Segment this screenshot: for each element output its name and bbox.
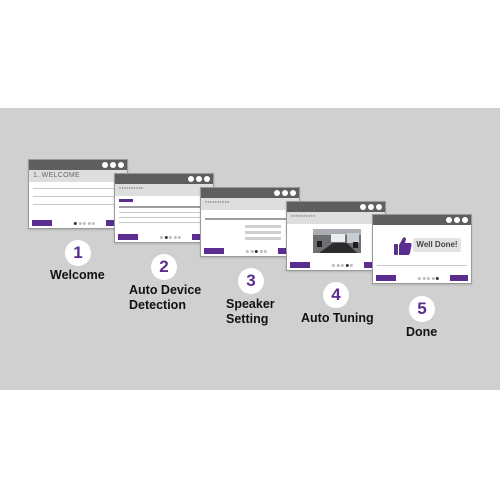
well-done-badge: Well Done! [413, 238, 461, 252]
back-button[interactable] [118, 234, 138, 240]
window-control-icon[interactable] [196, 176, 202, 182]
window-control-icon[interactable] [102, 162, 108, 168]
table-row [119, 222, 209, 223]
divider [377, 265, 467, 266]
step-label-4: Auto Tuning [301, 311, 374, 326]
window-control-icon[interactable] [274, 190, 280, 196]
window-control-icon[interactable] [290, 190, 296, 196]
step-label-text: Auto Tuning [301, 311, 374, 325]
divider [33, 196, 123, 197]
window-control-icon[interactable] [204, 176, 210, 182]
finish-button[interactable] [450, 275, 468, 281]
step-number-2: 2 [151, 254, 177, 280]
window-control-icon[interactable] [446, 217, 452, 223]
window-control-icon[interactable] [188, 176, 194, 182]
masked-heading: ********** [291, 215, 316, 221]
done-window: Well Done! [372, 214, 472, 284]
step-label-3: Speaker Setting [226, 297, 275, 327]
step-label-line1: Auto Device [129, 283, 202, 297]
setting-field[interactable] [245, 225, 281, 228]
window-titlebar [115, 174, 213, 184]
masked-heading: ********** [205, 201, 230, 207]
window-titlebar [201, 188, 299, 198]
window-header: ********** [287, 212, 385, 224]
page-indicator [159, 236, 181, 239]
window-control-icon[interactable] [110, 162, 116, 168]
step-number-4: 4 [323, 282, 349, 308]
well-done-text: Well Done! [416, 240, 458, 249]
window-control-icon[interactable] [118, 162, 124, 168]
back-button[interactable] [376, 275, 396, 281]
auto-tuning-window: ********** [286, 201, 386, 271]
step-number-5: 5 [409, 296, 435, 322]
welcome-heading: 1. WELCOME [33, 172, 80, 179]
window-header: 1. WELCOME [29, 170, 127, 182]
window-titlebar [29, 160, 127, 170]
thumbs-up-icon [394, 237, 412, 255]
speaker-setting-window: ********** [200, 187, 300, 257]
step-label-line2: Detection [129, 298, 186, 312]
window-control-icon[interactable] [368, 204, 374, 210]
divider [33, 188, 123, 189]
window-control-icon[interactable] [376, 204, 382, 210]
window-header: ********** [201, 198, 299, 210]
page-indicator [73, 222, 95, 225]
masked-heading: ********** [119, 187, 144, 193]
page-indicator [331, 264, 353, 267]
step-number-3: 3 [238, 268, 264, 294]
window-control-icon[interactable] [454, 217, 460, 223]
back-button[interactable] [204, 248, 224, 254]
step-label-2: Auto Device Detection [129, 283, 201, 313]
divider [33, 204, 123, 205]
page-indicator [245, 250, 267, 253]
step-label-5: Done [406, 325, 437, 340]
step-label-line1: Speaker [226, 297, 275, 311]
welcome-window: 1. WELCOME [28, 159, 128, 229]
step-label-text: Done [406, 325, 438, 339]
back-button[interactable] [32, 220, 52, 226]
progress-strip [119, 199, 133, 202]
window-control-icon[interactable] [462, 217, 468, 223]
setting-field[interactable] [245, 231, 281, 234]
window-header: ********** [115, 184, 213, 196]
window-control-icon[interactable] [282, 190, 288, 196]
room-photo [313, 229, 361, 253]
table-header [119, 206, 209, 208]
back-button[interactable] [290, 262, 310, 268]
window-control-icon[interactable] [360, 204, 366, 210]
step-number-1: 1 [65, 240, 91, 266]
step-label-1: Welcome [50, 268, 105, 283]
window-titlebar [373, 215, 471, 225]
setting-field[interactable] [245, 237, 281, 240]
table-row [119, 212, 209, 213]
table-header [205, 218, 295, 220]
step-label-text: Welcome [50, 268, 105, 282]
step-label-line2: Setting [226, 312, 269, 326]
table-row [119, 217, 209, 218]
window-titlebar [287, 202, 385, 212]
device-detection-window: ********** [114, 173, 214, 243]
page-indicator [417, 277, 439, 280]
